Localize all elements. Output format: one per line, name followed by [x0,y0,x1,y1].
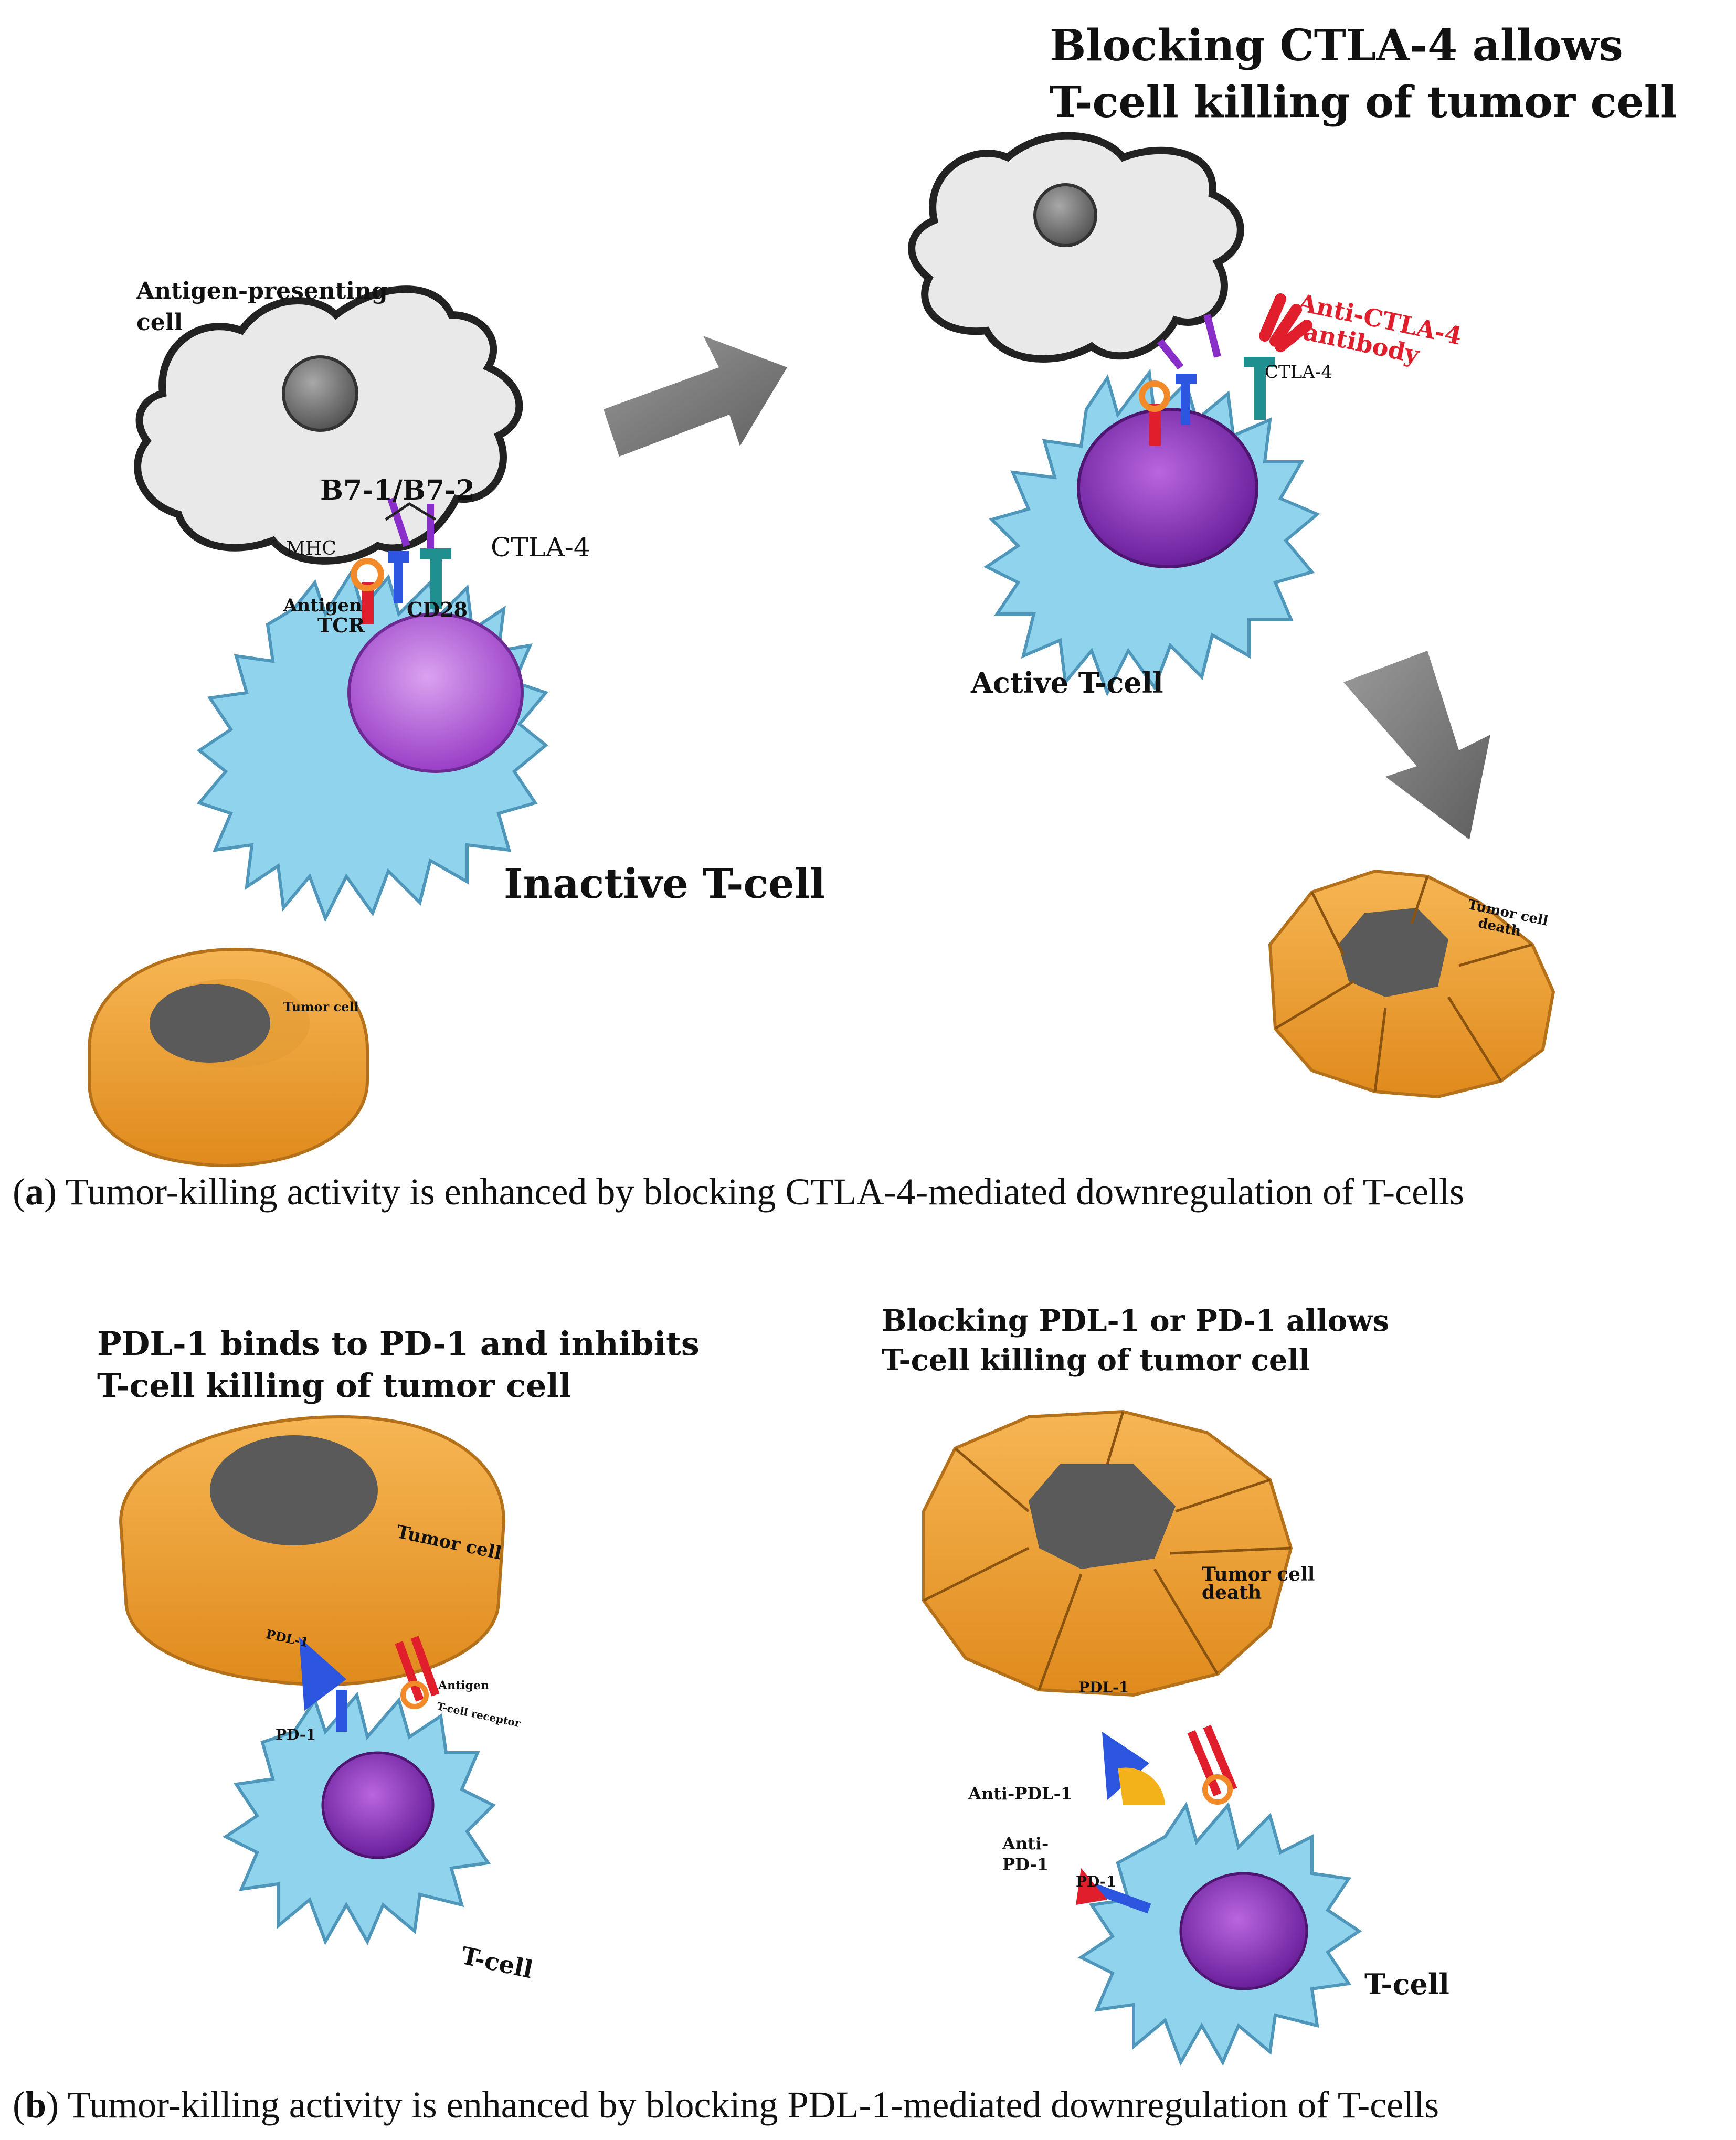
tumor-death-b-line2: death [1202,1582,1262,1604]
pdl1-label-right: PDL-1 [1078,1679,1129,1696]
panel-b-left-title-line2: T-cell killing of tumor cell [97,1366,571,1405]
receptors-br [1076,1724,1237,1914]
panel-b-left-title-line1: PDL-1 binds to PD-1 and inhibits [97,1325,700,1363]
tcell-label-right: T-cell [1364,1967,1449,2001]
tcell-br [1078,1801,1362,2067]
tcell-right [983,368,1320,697]
pd1-label-right: PD-1 [1076,1873,1116,1890]
tcell-nucleus-right [1077,408,1258,568]
anti-ctla4-antibody [1259,293,1312,352]
pd1-label: PD-1 [276,1726,316,1743]
apc-cell-right [908,132,1244,363]
caption-b: (b) Tumor-killing activity is enhanced b… [13,2084,1439,2126]
anti-pd1-line1: Anti- [1002,1834,1049,1853]
anti-pd1-antibody [1076,1868,1107,1905]
apc-nucleus-right [1033,183,1097,247]
apc-cell-left [134,285,523,565]
panel-b-right-title-line1: Blocking PDL-1 or PD-1 allows [882,1304,1389,1338]
tcell-bl [223,1691,496,1946]
tcr-label: TCR [317,613,365,637]
apc-label-line1: Antigen-presenting [136,278,388,304]
antigen-label-b: Antigen [438,1679,489,1692]
mhc-label: MHC [286,538,336,559]
panel-b-right-title-line2: T-cell killing of tumor cell [882,1343,1310,1378]
arrow-down [1343,651,1490,840]
panel-a-title-line1: Blocking CTLA-4 allows [1050,20,1623,71]
ctla4-label: CTLA-4 [491,532,590,563]
receptors-right [1139,293,1312,446]
tumor-cell-left [88,948,369,1167]
cd28-label: CD28 [407,598,468,621]
anti-pdl1-label: Anti-PDL-1 [968,1784,1073,1804]
antigen-label: Antigen [283,595,362,616]
tcell-nucleus-left [347,612,524,773]
tumor-cell-label-a: Tumor cell [283,999,359,1014]
receptors-left [351,497,451,624]
tcell-left [196,568,549,923]
apc-label-line2: cell [136,309,183,336]
ctla4-label-right: CTLA-4 [1265,362,1332,383]
active-tcell-label: Active T-cell [971,666,1163,700]
inactive-tcell-label: Inactive T-cell [504,860,825,908]
caption-a: (a) Tumor-killing activity is enhanced b… [13,1171,1465,1213]
anti-pdl1-antibody [1118,1767,1165,1805]
panel-a-title-line2: T-cell killing of tumor cell [1050,77,1677,128]
tumor-death-b-line1: Tumor cell [1202,1563,1315,1585]
b7-label: B7-1/B7-2 [320,474,475,506]
tumor-cell-bl [119,1415,506,1687]
anti-pd1-line2: PD-1 [1002,1855,1049,1874]
tumor-death-right [1268,869,1555,1099]
tumor-death-br [922,1410,1293,1697]
apc-nucleus-left [282,355,358,432]
arrow-right [604,336,787,457]
receptors-bl [299,1636,440,1732]
